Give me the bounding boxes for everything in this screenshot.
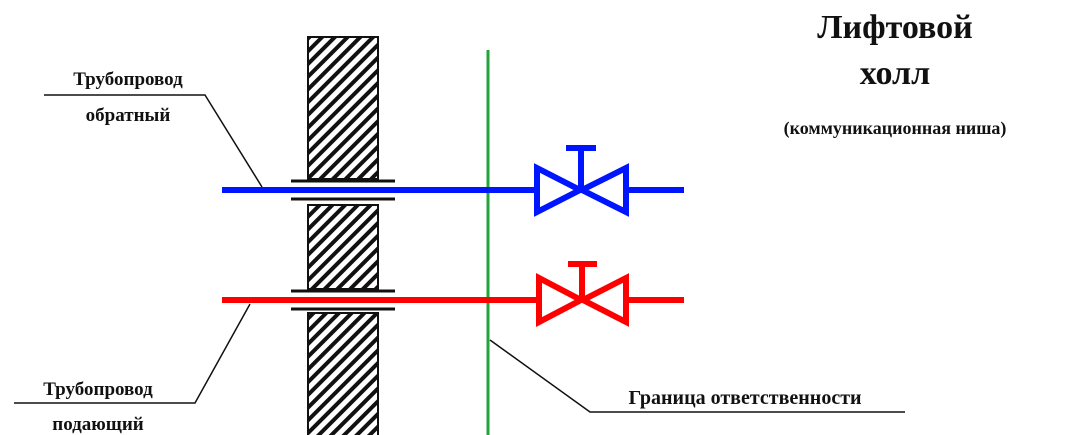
room-title-line1: Лифтовой xyxy=(817,9,973,46)
room-title-line2: холл xyxy=(860,55,930,92)
boundary-leader xyxy=(489,339,905,413)
return-pipe-leader xyxy=(44,94,263,188)
leader-lines xyxy=(14,94,905,413)
wall xyxy=(307,36,379,435)
wall-segment-bottom xyxy=(307,312,379,435)
return-pipeline xyxy=(222,145,684,217)
return-pipe-label-line1: Трубопровод xyxy=(73,69,183,90)
supply-valve-icon xyxy=(536,261,629,327)
supply-pipeline xyxy=(222,261,684,327)
room-subtitle: (коммуникационная ниша) xyxy=(784,118,1007,139)
supply-pipe-label-line1: Трубопровод xyxy=(43,379,153,400)
supply-pipe-label-line2: подающий xyxy=(52,414,144,435)
wall-segment-top xyxy=(307,36,379,180)
boundary-label: Граница ответственности xyxy=(628,387,861,409)
wall-segment-middle xyxy=(307,204,379,290)
return-pipe-label-line2: обратный xyxy=(86,105,171,126)
supply-pipe-leader xyxy=(14,303,251,404)
return-valve-icon xyxy=(534,145,629,217)
